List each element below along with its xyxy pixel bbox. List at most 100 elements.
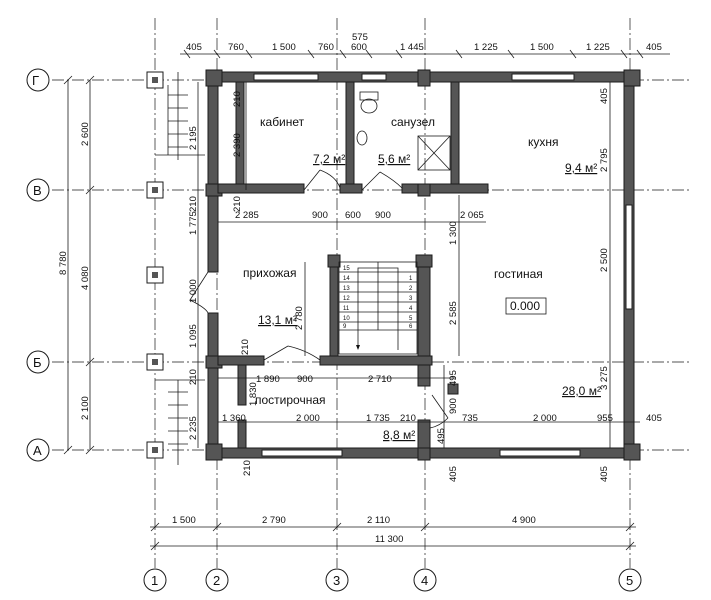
dim-495b: 495 bbox=[436, 428, 447, 444]
dim-495a: 495 bbox=[448, 370, 459, 386]
room-labels: кабинет 7,2 м² санузел 5,6 м² кухня 9,4 … bbox=[243, 115, 601, 442]
stair-step-l1: 14 bbox=[343, 276, 350, 282]
axis-label-2: 2 bbox=[213, 573, 220, 588]
dim-210d: 210 bbox=[188, 369, 199, 385]
dim-1000: 1 000 bbox=[188, 279, 199, 303]
stair-step-r1: 1 bbox=[409, 276, 413, 282]
stair-step-l2: 13 bbox=[343, 286, 350, 292]
axis-label-1: 1 bbox=[151, 573, 158, 588]
top-dim-1: 405 bbox=[186, 42, 202, 53]
bottom-dim-3: 2 110 bbox=[367, 515, 390, 526]
dim-210c: 210 bbox=[188, 196, 199, 212]
dim-2585: 2 585 bbox=[448, 301, 459, 325]
stair-flight: 15 14 13 12 11 10 9 1 2 3 4 5 6 bbox=[338, 261, 418, 355]
dim-405b1: 405 bbox=[448, 466, 459, 482]
dim-405b2: 405 bbox=[599, 466, 610, 482]
bottom-dimension-lines: 1 500 2 790 2 110 4 900 11 300 bbox=[150, 515, 636, 551]
dim-2285: 2 285 bbox=[235, 210, 259, 221]
dim-900b: 900 bbox=[375, 210, 391, 221]
dim-2780: 2 780 bbox=[294, 306, 305, 330]
dim-210g: 210 bbox=[242, 460, 253, 476]
room-name-prihozhaya: прихожая bbox=[243, 266, 296, 280]
top-dim-7: 1 225 bbox=[474, 42, 498, 53]
dim-2710: 2 710 bbox=[368, 374, 392, 385]
axis-label-5: 5 bbox=[626, 573, 633, 588]
room-name-sanuzel: санузел bbox=[391, 115, 435, 129]
axis-label-4: 4 bbox=[421, 573, 428, 588]
left-dim-g-v: 2 600 bbox=[80, 122, 91, 146]
dim-2390: 2 390 bbox=[232, 133, 243, 157]
dim-900d: 900 bbox=[448, 398, 459, 414]
axis-bubbles-bottom: 1 2 3 4 5 bbox=[143, 568, 642, 592]
bottom-dim-2: 2 790 bbox=[262, 515, 286, 526]
dim-2065: 2 065 bbox=[460, 210, 484, 221]
stair-step-r6: 6 bbox=[409, 324, 413, 330]
top-dim-575: 575 bbox=[352, 32, 368, 43]
level-mark: 0.000 bbox=[510, 299, 540, 313]
top-dimension-line: 405 760 1 500 760 600 1 445 1 225 1 500 … bbox=[180, 32, 670, 59]
dim-735: 735 bbox=[462, 413, 478, 424]
dim-210f: 210 bbox=[240, 339, 251, 355]
dim-210a: 210 bbox=[232, 91, 243, 107]
room-area-gostinaya: 28,0 м² bbox=[562, 384, 601, 398]
dim-2000a: 2 000 bbox=[296, 413, 320, 424]
top-dim-4: 760 bbox=[318, 42, 334, 53]
stair-step-top: 15 bbox=[343, 266, 350, 272]
room-area-sanuzel: 5,6 м² bbox=[378, 152, 410, 166]
dim-2795: 2 795 bbox=[599, 148, 610, 172]
dim-2000b: 2 000 bbox=[533, 413, 557, 424]
top-dim-6: 1 445 bbox=[400, 42, 424, 53]
dim-600: 600 bbox=[345, 210, 361, 221]
axis-label-a: А bbox=[33, 443, 42, 458]
dim-1360: 1 360 bbox=[222, 413, 246, 424]
top-dim-5: 600 bbox=[351, 42, 367, 53]
dim-1300: 1 300 bbox=[448, 221, 459, 245]
stair-step-l3: 12 bbox=[343, 296, 350, 302]
top-dim-2: 760 bbox=[228, 42, 244, 53]
room-name-kuhnya: кухня bbox=[528, 135, 559, 149]
room-area-kabinet: 7,2 м² bbox=[313, 152, 345, 166]
dim-900c: 900 bbox=[297, 374, 313, 385]
bottom-dim-4: 4 900 bbox=[512, 515, 536, 526]
dim-2500: 2 500 bbox=[599, 248, 610, 272]
dim-210e: 210 bbox=[232, 196, 243, 212]
stair-step-r4: 4 bbox=[409, 306, 413, 312]
room-name-postirochnaya: постирочная bbox=[255, 393, 326, 407]
room-name-kabinet: кабинет bbox=[260, 115, 305, 129]
grid-axes bbox=[52, 18, 690, 568]
bottom-dim-total: 11 300 bbox=[375, 534, 403, 545]
dim-955: 955 bbox=[597, 413, 613, 424]
top-dim-9: 1 225 bbox=[586, 42, 610, 53]
dim-1095: 1 095 bbox=[188, 324, 199, 348]
dim-1775: 1 775 bbox=[188, 211, 199, 235]
left-dim-b-a: 2 100 bbox=[80, 396, 91, 420]
dim-900a: 900 bbox=[312, 210, 328, 221]
room-area-postirochnaya: 8,8 м² bbox=[383, 428, 415, 442]
room-area-prihozhaya: 13,1 м² bbox=[258, 313, 297, 327]
axis-bubbles-left: Г В Б А bbox=[26, 68, 50, 462]
dim-210b: 210 bbox=[400, 413, 416, 424]
bottom-dim-1: 1 500 bbox=[172, 515, 196, 526]
left-dim-total: 8 780 bbox=[58, 251, 69, 275]
dim-1830: 1 830 bbox=[248, 382, 259, 406]
stair-step-l6: 9 bbox=[343, 324, 347, 330]
top-dim-10: 405 bbox=[646, 42, 662, 53]
dim-2235: 2 235 bbox=[188, 416, 199, 440]
dim-1735: 1 735 bbox=[366, 413, 390, 424]
walls bbox=[205, 69, 641, 461]
internal-dimension-lines bbox=[197, 82, 640, 448]
dim-1890: 1 890 bbox=[256, 374, 280, 385]
terrace-posts bbox=[146, 71, 205, 465]
room-name-gostinaya: гостиная bbox=[494, 267, 543, 281]
axis-label-g: Г bbox=[32, 73, 39, 88]
stair-step-l5: 10 bbox=[343, 316, 350, 322]
left-dim-v-b: 4 080 bbox=[80, 266, 91, 290]
axis-label-v: В bbox=[33, 183, 42, 198]
axis-label-b: Б bbox=[33, 355, 42, 370]
stair-step-r2: 2 bbox=[409, 286, 413, 292]
stair-step-l4: 11 bbox=[343, 306, 350, 312]
dim-405r2: 405 bbox=[646, 413, 662, 424]
top-dim-8: 1 500 bbox=[530, 42, 554, 53]
dim-2195: 2 195 bbox=[188, 126, 199, 150]
